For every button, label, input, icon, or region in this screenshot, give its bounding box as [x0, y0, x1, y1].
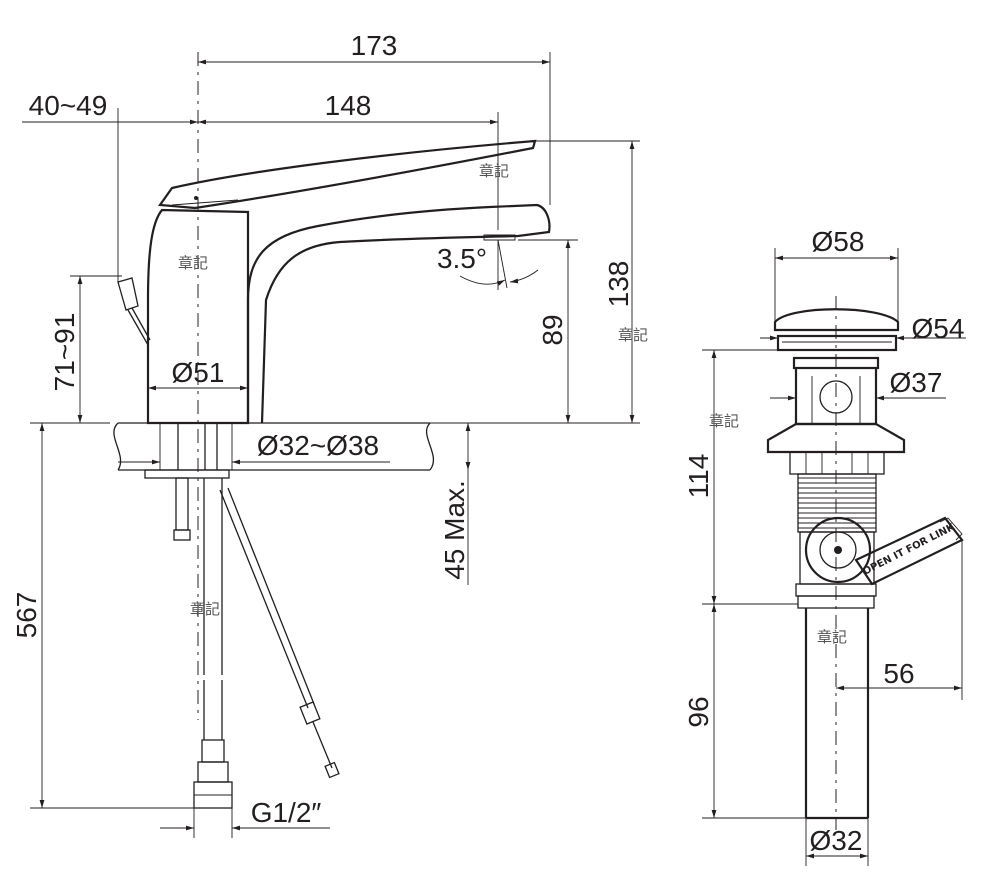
- dim-tail-diameter: Ø32: [810, 825, 863, 856]
- stamp-mark: 章記: [709, 412, 739, 430]
- dim-cap-diameter: Ø58: [812, 226, 865, 257]
- stamp-marks: 章記 章記 章記 章記 章記 章記: [178, 162, 847, 646]
- dim-max-deck-thickness: 45 Max.: [439, 480, 470, 580]
- drain-side-view: OPEN IT FOR LINK: [683, 226, 966, 866]
- drain-cap: [773, 308, 900, 332]
- mounting-hardware: [144, 423, 230, 541]
- dim-base-diameter: Ø51: [172, 357, 225, 388]
- dim-outlet-height: 89: [537, 314, 568, 345]
- drain-threads: [798, 477, 876, 529]
- drain-nut: [766, 422, 906, 454]
- stamp-mark: 章記: [190, 600, 220, 618]
- stamp-mark: 章記: [479, 162, 509, 180]
- dim-body-height: 114: [683, 454, 714, 499]
- dim-total-height: 138: [603, 261, 634, 308]
- dim-outlet-angle: 3.5°: [437, 243, 487, 274]
- dim-inlet-thread: G1/2″: [251, 797, 322, 828]
- dim-body-diameter: Ø37: [890, 367, 943, 398]
- drain-tail-pipe: [804, 608, 870, 820]
- dim-handle-height: 71~91: [49, 313, 80, 392]
- dim-handle-offset: 40~49: [29, 90, 108, 121]
- drain-flange: [776, 334, 898, 352]
- dim-hose-length: 567: [11, 592, 42, 639]
- faucet-side-view: 173 148 40~49 71~91 Ø51 3.5° 89 138 Ø32~…: [11, 30, 640, 838]
- drain-dimension-lines: [702, 248, 966, 866]
- pull-rod: [117, 277, 151, 346]
- dim-flange-diameter: Ø54: [912, 313, 965, 344]
- dim-lever-offset: 56: [883, 658, 914, 689]
- supply-hose: [193, 478, 340, 809]
- dim-tail-length: 96: [683, 696, 714, 727]
- stamp-mark: 章記: [817, 628, 847, 646]
- stamp-mark: 章記: [178, 254, 208, 272]
- dim-spout-reach: 148: [325, 90, 372, 121]
- drain-pivot-circle: [804, 516, 872, 584]
- faucet-dimension-lines: [22, 52, 640, 838]
- dim-overall-length: 173: [351, 30, 398, 61]
- stamp-mark: 章記: [618, 326, 648, 344]
- dim-hole-diameter: Ø32~Ø38: [257, 430, 379, 461]
